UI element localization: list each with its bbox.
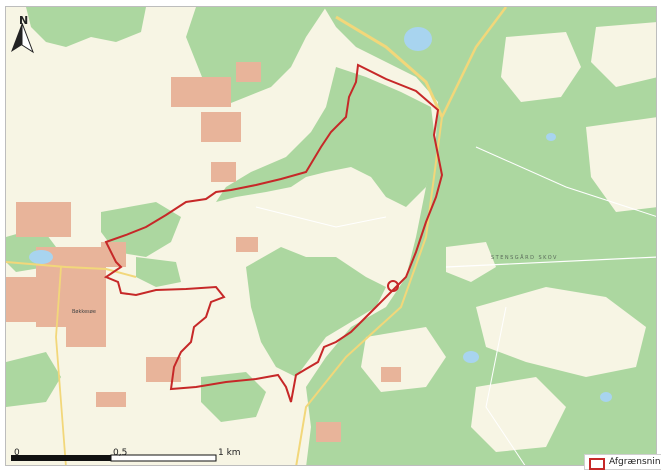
- forest-patch-3: [136, 257, 181, 287]
- road-main: [335, 15, 444, 118]
- building-block: [236, 237, 258, 252]
- building-block: [146, 357, 181, 382]
- boundary-polygon[interactable]: [103, 63, 444, 403]
- lake: [29, 250, 53, 264]
- pond: [600, 392, 612, 402]
- forest-track: [485, 306, 526, 465]
- town-label: Bøkkesøe: [72, 309, 96, 315]
- legend-boundary-swatch: [589, 458, 605, 470]
- road-main: [440, 7, 507, 118]
- water-bodies: [29, 27, 612, 402]
- forest-track: [475, 146, 656, 217]
- clearing-7: [446, 242, 496, 282]
- building-block: [316, 422, 341, 442]
- north-arrow-icon: [11, 22, 35, 54]
- building-block: [211, 162, 236, 182]
- boundary-small-circle[interactable]: [387, 280, 399, 292]
- path: [255, 206, 387, 228]
- clearing-3: [476, 287, 646, 377]
- forest-inside-north: [216, 67, 436, 207]
- forest-label: STENSGÅRD SKOV: [491, 255, 558, 261]
- legend: Afgrænsning: [584, 454, 661, 470]
- forest-inside-south: [246, 247, 386, 377]
- scale-segment-2: [110, 454, 217, 462]
- forest-patch-4: [6, 352, 61, 407]
- scale-segment-1: [11, 455, 111, 461]
- scale-label-mid: 0,5: [113, 448, 128, 458]
- town-buildings: [6, 62, 401, 442]
- building-block: [101, 242, 126, 267]
- north-letter: N: [19, 14, 29, 27]
- forest-track: [445, 256, 656, 268]
- building-block: [236, 62, 261, 82]
- scale-label-start: 0: [14, 448, 20, 458]
- forest-patch-5: [201, 372, 266, 422]
- pond: [546, 133, 556, 141]
- scale-label-end: 1 km: [218, 448, 241, 458]
- clearing-4: [586, 117, 656, 212]
- building-block: [201, 112, 241, 142]
- clearing-1: [501, 32, 581, 102]
- building-block: [381, 367, 401, 382]
- building-block: [16, 202, 71, 237]
- building-block: [6, 277, 36, 322]
- building-block: [66, 327, 106, 347]
- legend-label: Afgrænsning: [609, 457, 661, 467]
- road-town: [6, 261, 137, 278]
- lake: [404, 27, 432, 51]
- clearing-6: [471, 377, 566, 452]
- map-svg: [6, 7, 656, 465]
- pond: [463, 351, 479, 363]
- building-block: [171, 77, 231, 107]
- scale-bar: [11, 454, 217, 462]
- clearing-2: [591, 22, 656, 87]
- map-canvas[interactable]: N Bøkkesøe STENSGÅRD SKOV 0 0,5 1 km: [5, 6, 657, 466]
- road-town: [55, 266, 67, 465]
- forest-patch-1: [26, 7, 146, 47]
- building-block: [96, 392, 126, 407]
